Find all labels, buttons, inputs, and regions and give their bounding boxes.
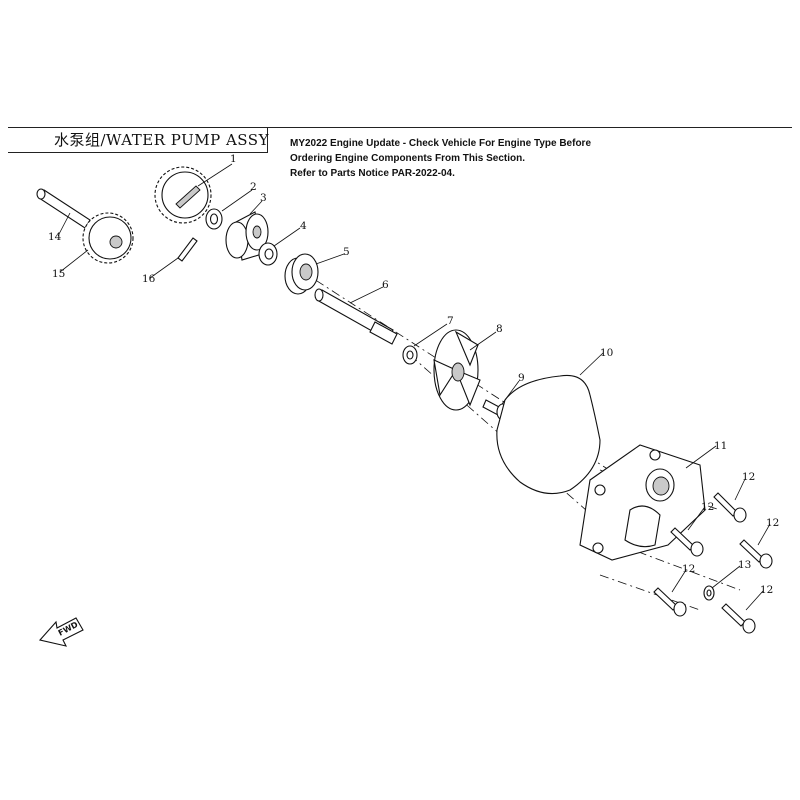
part-15-gear (82, 212, 134, 264)
callout-12: 12 (682, 563, 695, 575)
part-14-shaft-pin (36, 188, 91, 229)
part-10-gasket (496, 374, 601, 495)
callout-8: 8 (496, 323, 503, 335)
callout-12: 12 (760, 584, 773, 596)
part-12-bolts (653, 492, 773, 634)
notice-line: Ordering Engine Components From This Sec… (290, 153, 526, 164)
callout-7: 7 (447, 315, 454, 327)
notice-line: Refer to Parts Notice PAR-2022-04. (290, 168, 455, 179)
callout-14: 14 (48, 231, 62, 243)
header-rule (8, 127, 792, 128)
fwd-arrow-icon: FWD (38, 617, 84, 647)
part-13-washer (703, 585, 715, 601)
part-16-dowel-pin (177, 237, 198, 262)
part-4-seal (258, 242, 278, 266)
callout-9: 9 (518, 372, 525, 384)
callout-12: 12 (742, 471, 755, 483)
callout-5: 5 (343, 246, 350, 258)
part-5-mechanical-seal (284, 253, 319, 295)
callout-12: 12 (701, 501, 714, 513)
callout-labels: 1 2 3 4 5 6 7 8 9 10 11 12 12 12 12 12 1… (48, 153, 779, 596)
callout-11: 11 (714, 440, 727, 452)
notice-line: MY2022 Engine Update - Check Vehicle For… (290, 138, 592, 149)
title-box: 水泵组/WATER PUMP ASSY (8, 127, 268, 153)
callout-4: 4 (300, 220, 307, 232)
part-1-drive-gear (154, 166, 212, 224)
callout-12: 12 (766, 517, 779, 529)
part-8-impeller (433, 329, 481, 411)
callout-10: 10 (600, 347, 613, 359)
callout-16: 16 (142, 273, 156, 285)
callout-2: 2 (250, 181, 257, 193)
callout-6: 6 (382, 279, 389, 291)
page-title: 水泵组/WATER PUMP ASSY (54, 131, 269, 149)
part-2-washer (205, 208, 223, 230)
part-6-pump-shaft (314, 288, 398, 345)
engine-update-notice: MY2022 Engine Update - Check Vehicle For… (290, 136, 710, 181)
part-3-bearing (225, 211, 269, 261)
callout-15: 15 (52, 268, 65, 280)
callout-1: 1 (230, 153, 237, 165)
part-7-washer (402, 345, 418, 365)
callout-3: 3 (260, 192, 267, 204)
leader-lines (57, 163, 771, 611)
callout-13: 13 (738, 559, 751, 571)
